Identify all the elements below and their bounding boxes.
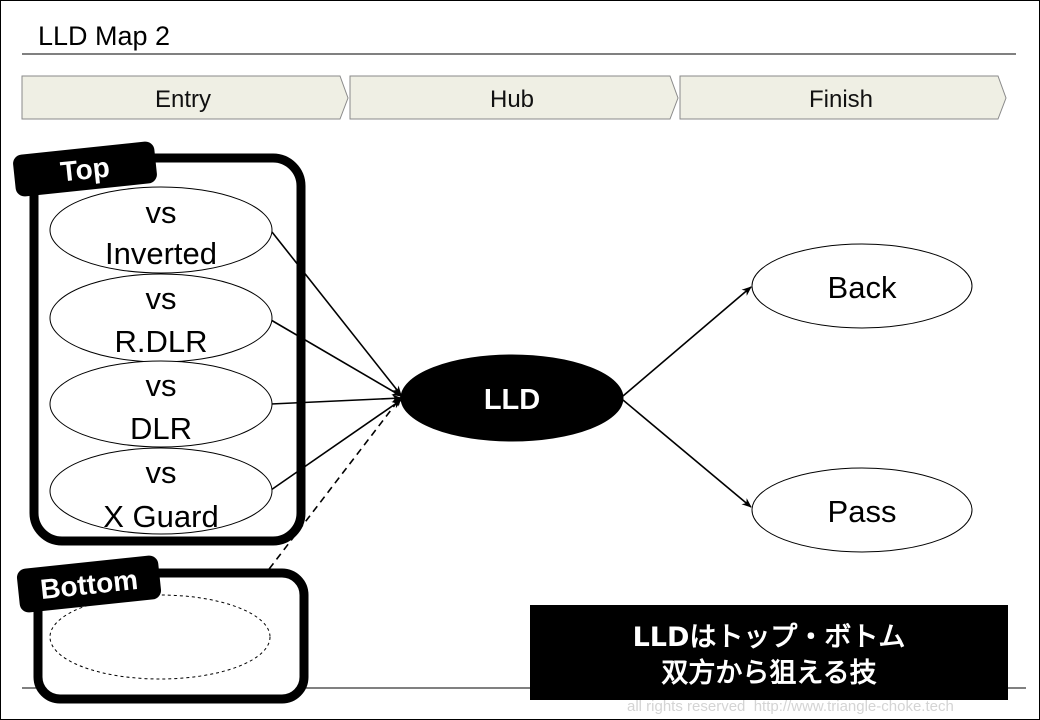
node-vs-dlr-line1: vs bbox=[146, 368, 177, 403]
finish-node-back-shape bbox=[751, 243, 973, 329]
node-vs-x-guard: vs X Guard bbox=[49, 447, 273, 535]
bottom-group-tab: Bottom bbox=[16, 555, 162, 613]
bottom-group-frame bbox=[33, 568, 309, 704]
page-title: LLD Map 2 bbox=[38, 21, 170, 51]
bottom-group: Bottom bbox=[16, 555, 309, 704]
bottom-group-tab-shape bbox=[16, 555, 162, 613]
top-group-label: Top bbox=[59, 152, 111, 188]
node-vs-rdlr-line2: R.DLR bbox=[114, 324, 207, 359]
phase-hub-label: Hub bbox=[490, 86, 534, 113]
phase-hub-shape bbox=[349, 75, 679, 120]
finish-node-back-label: Back bbox=[828, 270, 897, 305]
hub-node-shape bbox=[400, 354, 624, 442]
node-vs-x-guard-line1: vs bbox=[146, 455, 177, 490]
finish-node-back: Back bbox=[751, 243, 973, 329]
arrow-lld-to-pass bbox=[622, 399, 752, 508]
arrow-dlr-to-lld bbox=[270, 394, 402, 405]
arrow-xguard-to-lld bbox=[270, 399, 402, 491]
footer-copyright: all rights reserved http://www.triangle-… bbox=[627, 698, 954, 715]
node-vs-inverted-line1: vs bbox=[146, 195, 177, 230]
hub-node-lld: LLD bbox=[400, 354, 624, 442]
node-vs-dlr-line2: DLR bbox=[130, 411, 192, 446]
phase-finish-shape bbox=[679, 75, 1007, 120]
phase-header: Entry Hub Finish bbox=[21, 75, 1007, 120]
node-vs-dlr-shape bbox=[49, 360, 273, 448]
note-box-shape bbox=[530, 605, 1008, 700]
phase-entry-label: Entry bbox=[155, 86, 211, 113]
node-vs-inverted-line2: Inverted bbox=[105, 236, 217, 271]
arrow-bottom-to-lld bbox=[239, 396, 402, 608]
finish-node-pass: Pass bbox=[751, 467, 973, 553]
arrow-lld-to-back bbox=[622, 286, 752, 397]
phase-entry-shape bbox=[21, 75, 349, 120]
finish-node-pass-label: Pass bbox=[828, 494, 897, 529]
arrow-inverted-to-lld bbox=[271, 231, 402, 396]
note-line1: LLDはトップ・ボトム bbox=[633, 622, 906, 653]
bottom-placeholder-node bbox=[49, 594, 271, 680]
top-group: vs Inverted vs R.DLR vs DLR vs X Guard T… bbox=[13, 141, 306, 546]
node-vs-rdlr-line1: vs bbox=[146, 281, 177, 316]
top-group-frame bbox=[29, 153, 306, 546]
top-group-tab: Top bbox=[13, 141, 157, 197]
note-line2: 双方から狙える技 bbox=[661, 657, 876, 689]
node-vs-x-guard-shape bbox=[49, 447, 273, 535]
entry-arrows bbox=[239, 231, 402, 608]
node-vs-rdlr: vs R.DLR bbox=[49, 273, 273, 363]
node-vs-x-guard-line2: X Guard bbox=[103, 499, 218, 534]
hub-node-label: LLD bbox=[484, 384, 540, 416]
node-vs-dlr: vs DLR bbox=[49, 360, 273, 448]
node-vs-inverted-shape bbox=[49, 186, 273, 274]
top-group-tab-shape bbox=[13, 141, 157, 197]
node-vs-inverted: vs Inverted bbox=[49, 186, 273, 274]
arrow-rdlr-to-lld bbox=[270, 319, 402, 397]
phase-finish-label: Finish bbox=[809, 86, 873, 113]
finish-arrows bbox=[622, 286, 752, 508]
finish-node-pass-shape bbox=[751, 467, 973, 553]
note-box: LLDはトップ・ボトム 双方から狙える技 bbox=[530, 605, 1008, 700]
